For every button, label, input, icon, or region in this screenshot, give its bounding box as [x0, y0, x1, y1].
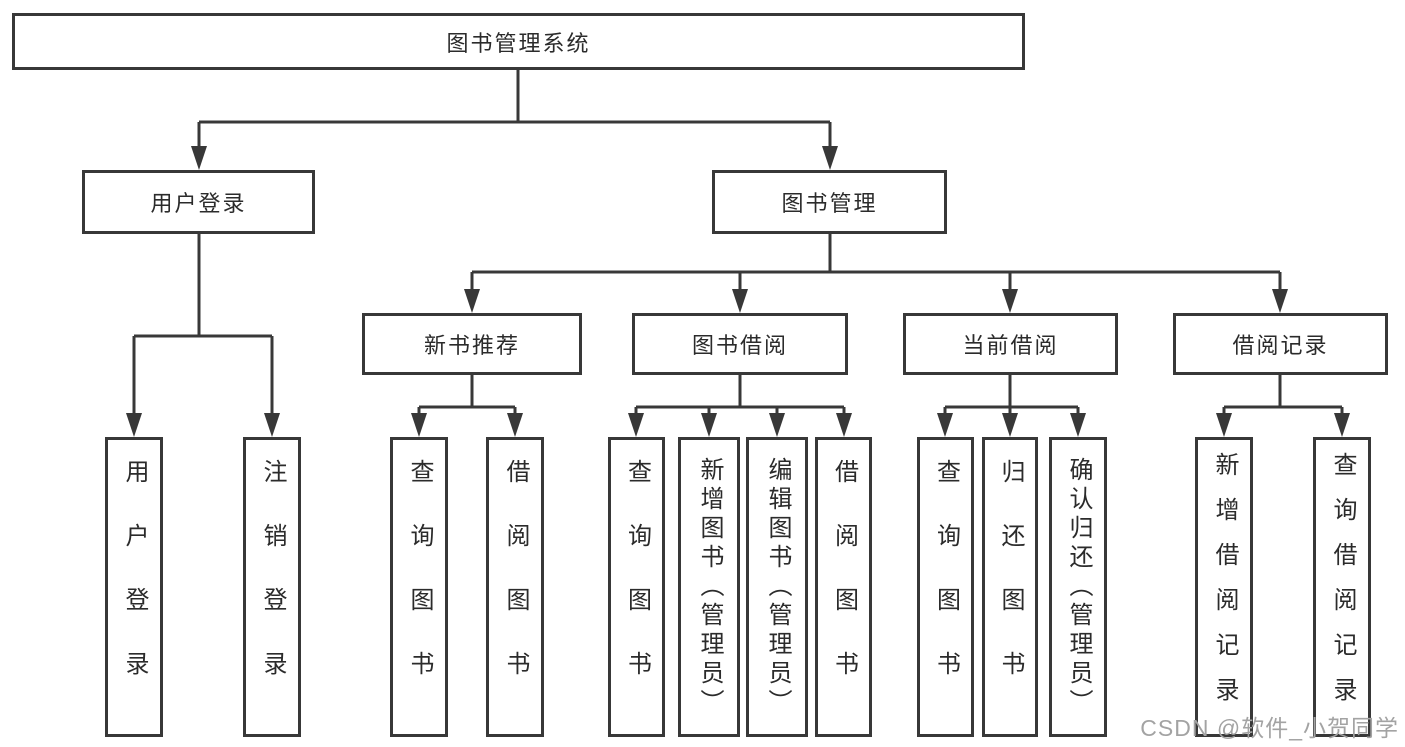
- leaf-confirm-return-admin-label: 确认归还（管理员）: [1065, 456, 1092, 718]
- arrowhead-icon: [701, 413, 717, 437]
- node-current-borrow-label: 当前借阅: [962, 333, 1059, 358]
- leaf-query-borrow-record: 查询借阅记录: [1313, 437, 1371, 737]
- leaf-query-book-borrow-label: 查询图书: [623, 459, 651, 715]
- arrowhead-icon: [937, 413, 953, 437]
- leaf-add-borrow-record-label: 新增借阅记录: [1211, 452, 1238, 722]
- leaf-add-book-admin-label: 新增图书（管理员）: [696, 456, 723, 718]
- node-book-mgmt-label: 图书管理: [781, 191, 878, 216]
- leaf-return-book-label: 归还图书: [997, 459, 1024, 715]
- arrowhead-icon: [1334, 413, 1350, 437]
- arrowhead-icon: [769, 413, 785, 437]
- connector-root: [197, 70, 832, 150]
- leaf-query-book-recommend-label: 查询图书: [406, 459, 433, 715]
- arrowhead-icon: [1002, 413, 1018, 437]
- node-new-book-recommend: 新书推荐: [362, 313, 582, 375]
- leaf-edit-book-admin-label: 编辑图书（管理员）: [764, 456, 791, 718]
- arrowhead-icon: [1216, 413, 1232, 437]
- node-user-login: 用户登录: [82, 170, 315, 234]
- leaf-add-book-admin: 新增图书（管理员）: [678, 437, 740, 737]
- leaf-confirm-return-admin: 确认归还（管理员）: [1049, 437, 1107, 737]
- connector-new-book: [417, 375, 517, 417]
- leaf-query-book-recommend: 查询图书: [390, 437, 448, 737]
- node-user-login-label: 用户登录: [150, 191, 247, 216]
- arrowhead-icon: [264, 413, 280, 437]
- arrowhead-icon: [191, 146, 207, 170]
- leaf-query-borrow-record-label: 查询借阅记录: [1329, 452, 1356, 722]
- node-new-book-recommend-label: 新书推荐: [423, 333, 520, 358]
- node-root: 图书管理系统: [12, 13, 1025, 70]
- leaf-logout: 注销登录: [243, 437, 301, 737]
- leaf-add-borrow-record: 新增借阅记录: [1195, 437, 1253, 737]
- leaf-query-book-borrow: 查询图书: [608, 437, 665, 737]
- connector-borrow-record: [1222, 375, 1344, 417]
- connector-current-borrow: [943, 375, 1080, 417]
- node-book-borrow: 图书借阅: [632, 313, 848, 375]
- node-book-mgmt: 图书管理: [712, 170, 947, 234]
- arrowhead-icon: [464, 289, 480, 313]
- arrowheads: [126, 146, 1350, 437]
- leaf-borrow-book-label: 借阅图书: [830, 459, 858, 715]
- node-current-borrow: 当前借阅: [903, 313, 1118, 375]
- leaf-borrow-book: 借阅图书: [815, 437, 872, 737]
- node-root-label: 图书管理系统: [446, 30, 591, 56]
- arrowhead-icon: [411, 413, 427, 437]
- arrowhead-icon: [732, 289, 748, 313]
- leaf-borrow-book-recommend: 借阅图书: [486, 437, 544, 737]
- connector-book-mgmt: [470, 234, 1282, 292]
- leaf-edit-book-admin: 编辑图书（管理员）: [746, 437, 808, 737]
- arrowhead-icon: [822, 146, 838, 170]
- leaf-query-book-current-label: 查询图书: [932, 459, 960, 715]
- node-borrow-record: 借阅记录: [1173, 313, 1388, 375]
- leaf-user-login: 用户登录: [105, 437, 163, 737]
- node-borrow-record-label: 借阅记录: [1232, 333, 1329, 358]
- arrowhead-icon: [126, 413, 142, 437]
- leaf-query-book-current: 查询图书: [917, 437, 974, 737]
- arrowhead-icon: [628, 413, 644, 437]
- watermark: CSDN @软件_小贺同学: [1140, 715, 1399, 741]
- leaf-logout-label: 注销登录: [259, 459, 286, 715]
- leaf-return-book: 归还图书: [982, 437, 1038, 737]
- connector-book-borrow: [634, 375, 846, 417]
- arrowhead-icon: [1070, 413, 1086, 437]
- arrowhead-icon: [507, 413, 523, 437]
- node-book-borrow-label: 图书借阅: [691, 333, 788, 358]
- arrowhead-icon: [1002, 289, 1018, 313]
- connector-user-login: [132, 234, 274, 417]
- leaf-user-login-label: 用户登录: [121, 459, 148, 715]
- arrowhead-icon: [836, 413, 852, 437]
- arrowhead-icon: [1272, 289, 1288, 313]
- leaf-borrow-book-recommend-label: 借阅图书: [502, 459, 529, 715]
